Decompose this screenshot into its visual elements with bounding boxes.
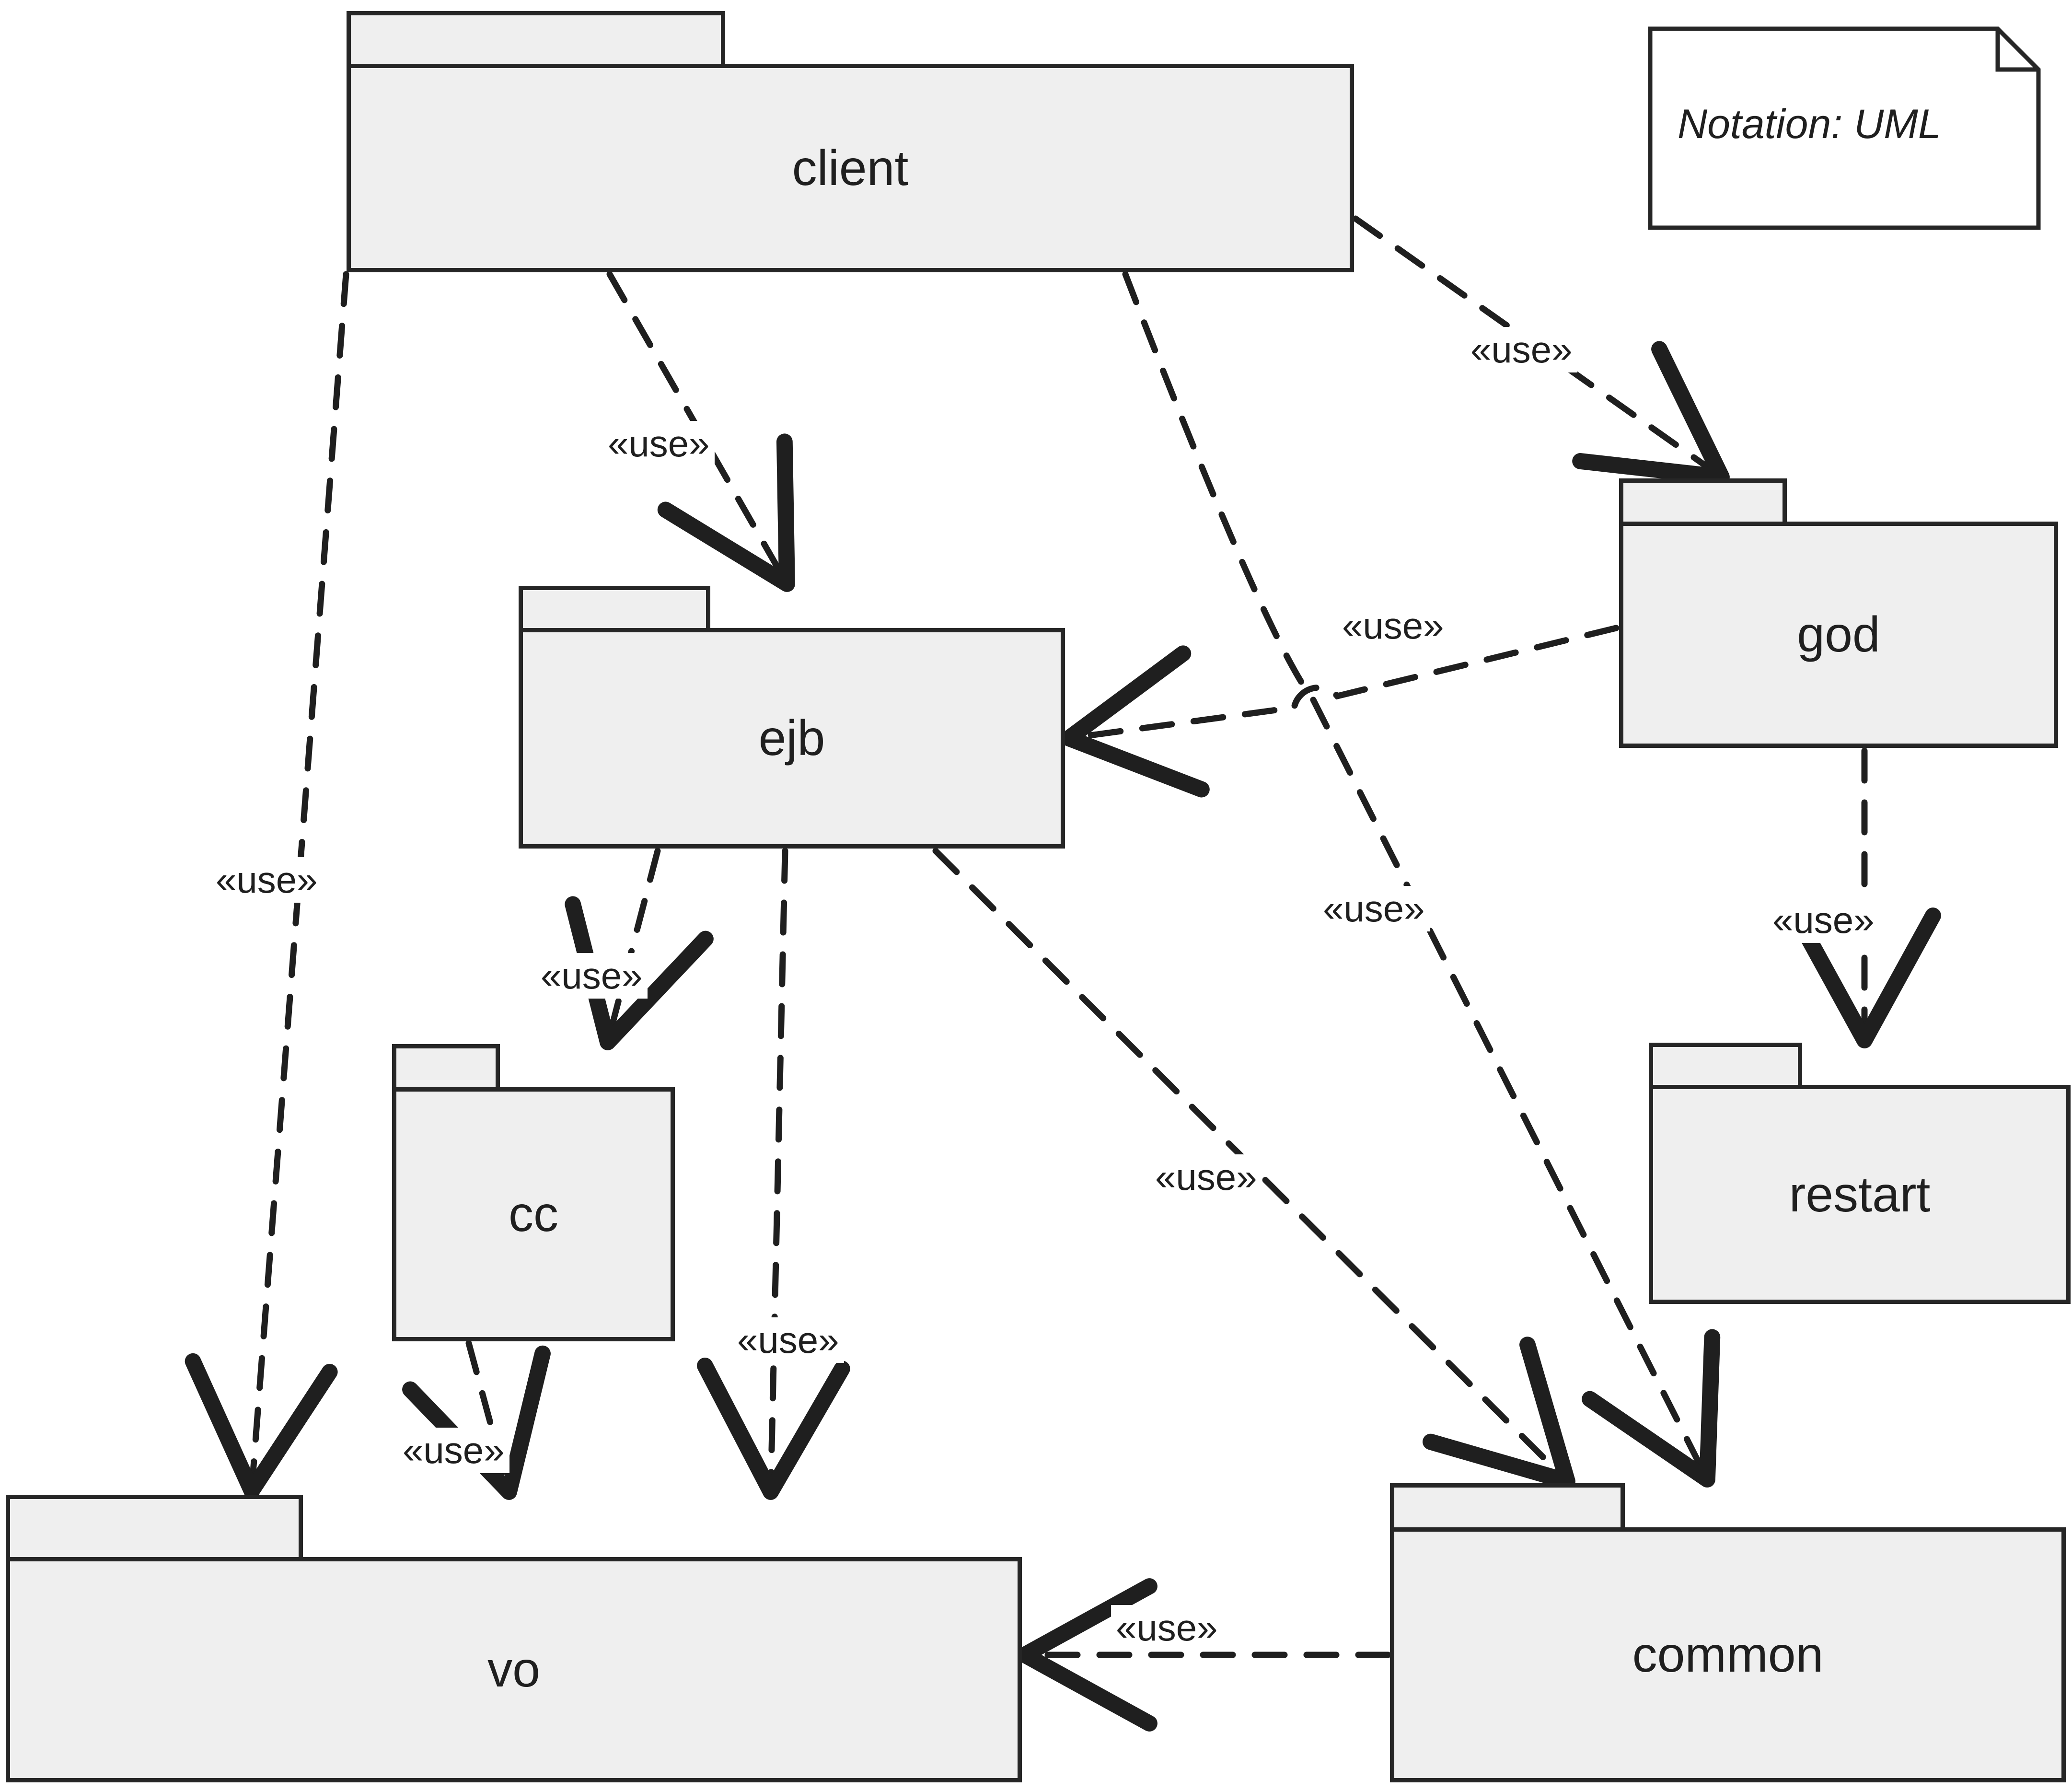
edge-label-cc-vo: «use» — [398, 1428, 509, 1473]
package-tab — [6, 1495, 303, 1557]
edge-label-client-ejb: «use» — [603, 421, 715, 466]
package-body: client — [347, 64, 1354, 272]
notation-note-text: Notation: UML — [1678, 101, 1941, 147]
package-label: ejb — [758, 710, 825, 766]
edge-label-client-god: «use» — [1466, 327, 1577, 372]
edge-label-client-vo: «use» — [211, 857, 323, 903]
package-tab — [347, 11, 725, 64]
edge-god-ejb — [1061, 625, 1620, 798]
package-tab — [392, 1044, 500, 1087]
package-common[interactable]: common — [1390, 1483, 2066, 1782]
package-body: common — [1390, 1527, 2066, 1782]
package-label: client — [792, 140, 909, 196]
edge-label-ejb-common: «use» — [1150, 1154, 1262, 1200]
package-vo[interactable]: vo — [6, 1495, 1022, 1782]
note-shape-icon — [1648, 26, 2041, 230]
package-ejb[interactable]: ejb — [519, 586, 1065, 849]
package-label: cc — [509, 1186, 558, 1242]
package-god[interactable]: god — [1619, 478, 2058, 748]
package-label: restart — [1789, 1166, 1931, 1222]
package-label: god — [1797, 607, 1880, 663]
package-label: vo — [487, 1642, 540, 1698]
package-body: god — [1619, 522, 2058, 748]
edge-ejb-vo — [696, 848, 850, 1500]
package-tab — [1390, 1483, 1625, 1527]
package-label: common — [1632, 1627, 1824, 1683]
package-tab — [519, 586, 710, 628]
edge-label-ejb-cc: «use» — [536, 953, 648, 999]
edge-label-god-ejb: «use» — [1337, 603, 1449, 649]
edge-client-common — [1122, 271, 1721, 1488]
package-restart[interactable]: restart — [1649, 1043, 2071, 1304]
edge-label-common-vo: «use» — [1111, 1605, 1223, 1651]
edge-label-client-common: «use» — [1318, 886, 1430, 931]
edge-label-ejb-vo: «use» — [732, 1317, 844, 1363]
package-body: cc — [392, 1087, 675, 1341]
package-tab — [1649, 1043, 1802, 1085]
package-client[interactable]: client — [347, 11, 1354, 272]
notation-note: Notation: UML — [1648, 26, 2041, 230]
package-tab — [1619, 478, 1787, 522]
edge-ejb-cc — [565, 848, 714, 1050]
package-body: ejb — [519, 628, 1065, 849]
package-cc[interactable]: cc — [392, 1044, 675, 1341]
package-body: vo — [6, 1557, 1022, 1782]
package-body: restart — [1649, 1085, 2071, 1304]
edge-label-god-restart: «use» — [1768, 897, 1879, 943]
